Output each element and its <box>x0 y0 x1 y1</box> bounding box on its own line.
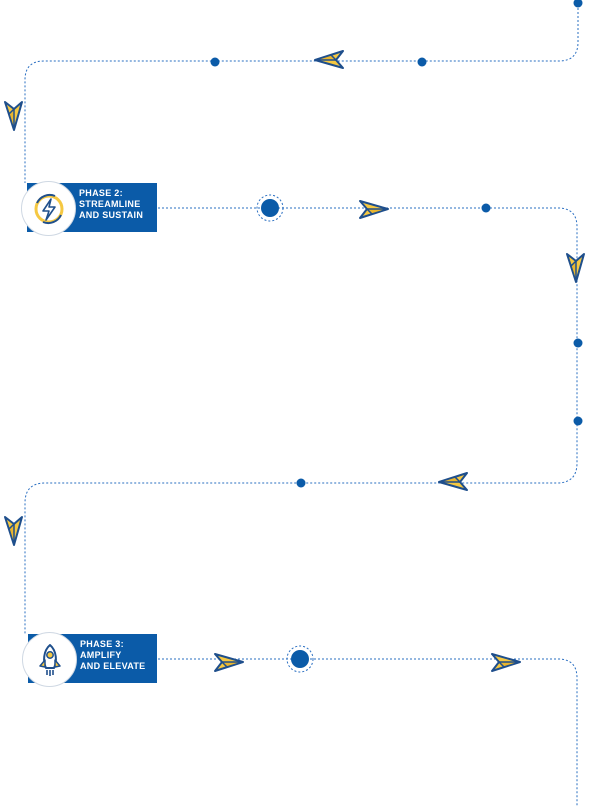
paper-plane-icon <box>438 472 468 491</box>
big-dot <box>291 650 309 668</box>
big-dot-ring <box>256 194 284 222</box>
rocket-icon <box>22 632 77 687</box>
paper-plane-icon <box>4 516 23 546</box>
paper-plane-icon <box>566 253 585 283</box>
paper-plane-icon <box>4 101 23 131</box>
path-dot <box>296 478 306 488</box>
path-segment-3 <box>150 658 578 806</box>
paper-plane-icon <box>214 653 244 672</box>
path-dot <box>481 203 491 213</box>
path-dot <box>573 416 583 426</box>
phase-2-badge: PHASE 2: STREAMLINE AND SUSTAIN <box>21 181 157 236</box>
phase-3-label: PHASE 3: AMPLIFY AND ELEVATE <box>80 639 146 671</box>
phase-3-badge: PHASE 3: AMPLIFY AND ELEVATE <box>22 632 157 687</box>
path-dot <box>210 57 220 67</box>
paper-plane-icon <box>359 200 389 219</box>
cycle-lightning-icon <box>21 181 76 236</box>
big-dot <box>261 199 279 217</box>
paper-plane-icon <box>314 50 344 69</box>
path-segment-2 <box>24 207 578 634</box>
path-dot <box>573 338 583 348</box>
paper-plane-icon <box>491 653 521 672</box>
big-dot-ring <box>286 645 314 673</box>
path-dot <box>573 0 583 8</box>
path-segment-1 <box>24 0 579 183</box>
path-dot <box>417 57 427 67</box>
phase-2-label: PHASE 2: STREAMLINE AND SUSTAIN <box>79 188 144 220</box>
